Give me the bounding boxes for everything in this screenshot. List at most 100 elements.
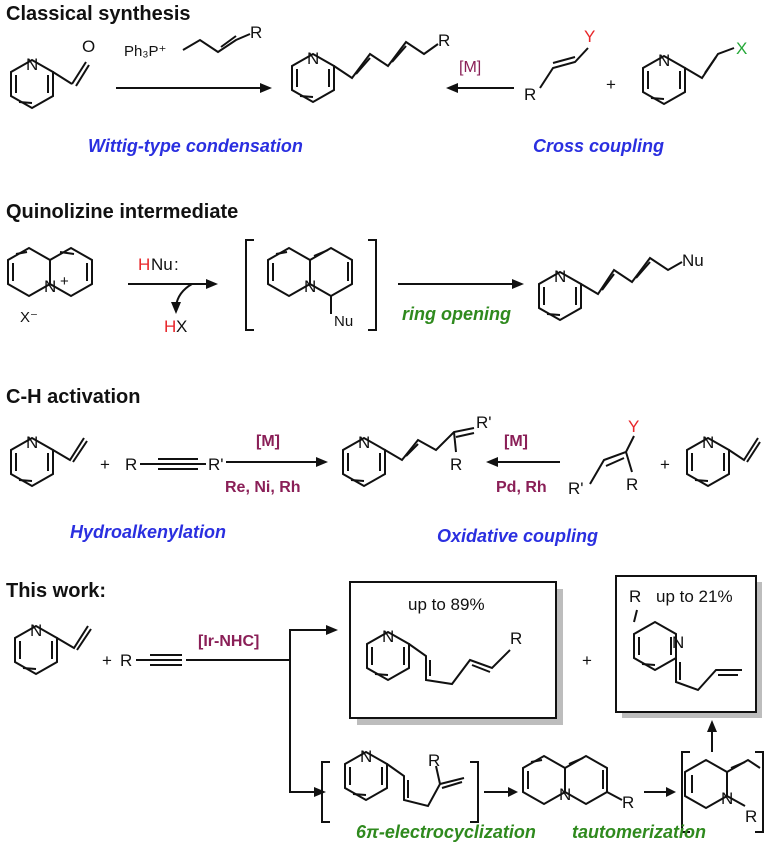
quinolizinium-n-atom: N [44, 277, 56, 296]
quinolizine-2h-n-atom: N [559, 785, 571, 804]
cyclization-arrowhead [508, 787, 518, 797]
byproduct-arrowhead [171, 302, 181, 314]
reagent-h: H [138, 255, 150, 274]
section-title-quinolizine: Quinolizine intermediate [6, 201, 238, 223]
product-box-1 [349, 581, 557, 719]
vinyl-y-atom: Y [584, 27, 595, 46]
label-oxidative-coupling: Oxidative coupling [437, 526, 598, 546]
label-ring-opening: ring opening [402, 304, 511, 324]
this-work-vinylpyridine-n-atom: N [30, 621, 42, 640]
product-2-structure [633, 609, 742, 692]
vinylpyridine-x-atom: X [736, 39, 747, 58]
box2-arrowhead [707, 720, 717, 732]
vinylpyridine-n-atom: N [658, 51, 670, 70]
product-2-n-atom: N [672, 633, 684, 652]
quinolizinium-charge: + [60, 273, 69, 290]
vinylpyridine-left-n-atom: N [26, 433, 38, 452]
ch-catalyst-bottom-left: Re, Ni, Rh [225, 479, 301, 496]
quinolizine-4h-n-atom: N [304, 277, 316, 296]
wittig-reagent-r: R [250, 23, 262, 42]
ch-arrowhead-forward [316, 457, 328, 467]
this-work-plus-right: + [582, 651, 592, 670]
product-r: R [438, 31, 450, 50]
reagent-nu: Nu [151, 255, 173, 274]
quinolizinium-structure [7, 247, 93, 297]
ch-vinyl-y-atom: Y [628, 417, 639, 436]
section-title-ch-activation: C-H activation [6, 386, 140, 408]
quinolizine-4h-tautomer-r: R [745, 807, 757, 826]
ch-product-rp: R' [476, 413, 492, 432]
alkyne-structure [140, 458, 206, 470]
triene-intermediate-structure [344, 751, 465, 808]
ir-arrow-up [289, 629, 328, 660]
quinolizine-4h-structure [267, 246, 353, 314]
this-work-plus-left: + [102, 651, 112, 670]
section-title-classical: Classical synthesis [6, 3, 191, 25]
quinolizine-2h-r: R [622, 793, 634, 812]
label-tautomerization: tautomerization [572, 822, 706, 842]
label-hydroalkenylation: Hydroalkenylation [70, 522, 226, 542]
this-work-vinylpyridine-structure [14, 625, 92, 675]
aldehyde-o-atom: O [82, 37, 95, 56]
ch-catalyst-top-right: [M] [504, 433, 528, 450]
ch-catalyst-top-left: [M] [256, 433, 280, 450]
quinolizine-arrowhead-1 [206, 279, 218, 289]
dienylpyridine-nu-n-atom: N [554, 267, 566, 286]
quinolizine-2h-structure [522, 754, 623, 806]
alkyne-rp: R' [208, 455, 224, 474]
vinylpyridine-x-structure [642, 47, 735, 105]
bracket-int-left [321, 761, 330, 823]
bracket-int-right [470, 761, 479, 823]
classical-arrowhead-reverse [446, 83, 458, 93]
alkyne-r: R [125, 455, 137, 474]
product-n-atom: N [307, 49, 319, 68]
yield-1: up to 89% [408, 595, 485, 614]
triene-intermediate-r: R [428, 751, 440, 770]
picolinaldehyde-n-atom: N [26, 55, 38, 74]
quinolizinium-counterion: X⁻ [20, 309, 38, 326]
dienylpyridine-nu-label: Nu [682, 251, 704, 270]
ir-arrowhead-up [326, 625, 338, 635]
this-work-alkyne-structure [136, 654, 182, 666]
ch-product-r: R [450, 455, 462, 474]
quinolizine-4h-tautomer-n-atom: N [721, 789, 733, 808]
ch-vinyl-y-structure [589, 435, 635, 485]
this-work-alkyne-r: R [120, 651, 132, 670]
ch-plus-left: + [100, 455, 110, 474]
bracket-left [245, 239, 254, 331]
quinolizine-4h-nu: Nu [334, 313, 353, 330]
classical-arrowhead-forward [260, 83, 272, 93]
quinolizine-arrowhead-2 [512, 279, 524, 289]
picolinaldehyde-structure [10, 59, 90, 109]
quinolizine-4h-tautomer-structure [684, 758, 761, 809]
reagent-lone-pair: : [174, 255, 179, 274]
vinylpyridine-right-structure [686, 437, 761, 487]
byproduct-h: H [164, 317, 176, 336]
tautomerization-arrowhead [666, 787, 676, 797]
triene-intermediate-n-atom: N [360, 747, 372, 766]
ir-arrowhead-down [314, 787, 326, 797]
dienylpyridine-product-structure [291, 40, 439, 103]
ir-arrow-down [289, 660, 316, 793]
ch-plus-right: + [660, 455, 670, 474]
classical-plus: + [606, 75, 616, 94]
ch-vinyl-r: R [626, 475, 638, 494]
ch-product-n-atom: N [358, 433, 370, 452]
yield-2: up to 21% [656, 587, 733, 606]
bracket-tauto-right [755, 751, 764, 833]
ch-product-structure [342, 427, 475, 487]
label-electrocyclization: 6π-electrocyclization [356, 822, 536, 842]
label-cross-coupling: Cross coupling [533, 136, 664, 156]
vinyl-r: R [524, 85, 536, 104]
section-title-this-work: This work: [6, 580, 106, 602]
dienylpyridine-nu-structure [538, 256, 683, 321]
label-wittig: Wittig-type condensation [88, 136, 303, 156]
ch-arrowhead-reverse [486, 457, 498, 467]
wittig-reagent-chain [182, 33, 251, 54]
product-1-r: R [510, 629, 522, 648]
wittig-reagent-label: Ph₃P⁺ [124, 43, 166, 60]
product-2-r: R [629, 587, 641, 606]
ir-nhc-catalyst: [Ir-NHC] [198, 633, 259, 650]
bracket-tauto-left [681, 751, 690, 833]
